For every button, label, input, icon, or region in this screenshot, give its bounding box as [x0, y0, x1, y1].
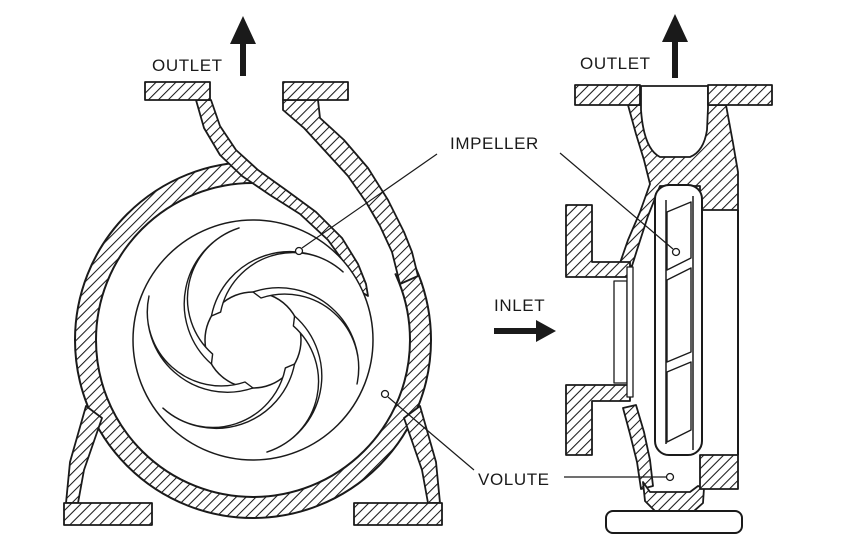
impeller-vane-passage [666, 201, 692, 271]
outlet-right-arrow-up-icon [662, 14, 688, 78]
impeller-vane-passage [666, 361, 692, 443]
impeller-leader-right [559, 152, 681, 257]
right-foot-leg [403, 405, 441, 504]
suction-flange-upper [565, 204, 631, 278]
inlet-label: INLET [494, 296, 545, 315]
impeller-eye-neck [626, 266, 634, 398]
volute-front-wall-lower [622, 404, 654, 490]
outlet-left-label: OUTLET [152, 56, 223, 75]
volute-leader-left [380, 389, 475, 471]
side-section-view [565, 84, 773, 534]
left-foot-leg [65, 405, 103, 504]
annotations: OUTLET OUTLET IMPELLER INLET VOLUTE [152, 14, 688, 489]
volute-label: VOLUTE [478, 470, 550, 489]
left-foot-base [63, 502, 153, 526]
outlet-duct-right-wall [282, 99, 419, 285]
impeller-leader-left [294, 153, 438, 256]
volute-leader-right [564, 472, 675, 482]
outlet-flange-left-half-side [574, 84, 641, 106]
outlet-flange-left-half [144, 81, 211, 101]
outlet-left-arrow-up-icon [230, 16, 256, 76]
suction-flange-lower [565, 384, 631, 456]
outlet-right-label: OUTLET [580, 54, 651, 73]
impeller-label: IMPELLER [450, 134, 539, 153]
volute-bottom-wall [642, 481, 705, 512]
outlet-flange-right-half-side [707, 84, 773, 106]
impeller-vane-passage [666, 267, 692, 363]
inlet-arrow-right-icon [494, 320, 556, 342]
outlet-flange-right-half [282, 81, 349, 101]
pump-base-foot [605, 510, 743, 534]
right-foot-base [353, 502, 443, 526]
outlet-duct-opening [205, 100, 415, 274]
volute-tongue-wall [195, 99, 369, 297]
outlet-bore [640, 85, 709, 158]
casing-back-block-lower [699, 454, 739, 490]
inlet-wear-ring [613, 280, 628, 384]
front-view [63, 81, 443, 526]
